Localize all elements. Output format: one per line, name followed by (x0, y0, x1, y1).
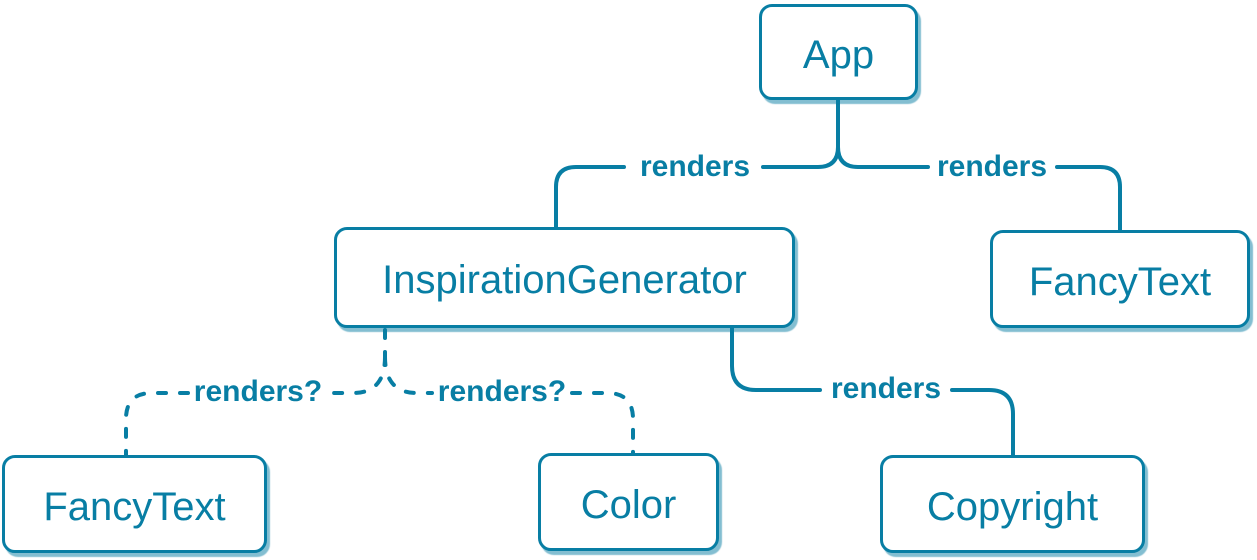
edge-line (730, 326, 822, 392)
edge-inspirationgenerator-copyright (730, 326, 1015, 457)
node-inspiration-generator-label: InspirationGenerator (382, 258, 747, 302)
edge-inspirationgenerator-color (383, 355, 635, 455)
node-color: Color (538, 453, 719, 551)
edge-line (554, 165, 626, 229)
edge-app-fancytext (836, 98, 1122, 232)
node-inspiration-generator: InspirationGenerator (334, 227, 795, 328)
edge-label-app-fancytext: renders (936, 150, 1048, 183)
node-color-label: Color (580, 482, 677, 527)
edge-line (383, 355, 434, 395)
node-fancy-text-top: FancyText (990, 230, 1250, 328)
edge-label-inspirationgenerator-fancytext: renders? (193, 375, 323, 408)
edge-line (326, 355, 387, 395)
edge-line (836, 98, 930, 169)
edge-line (570, 391, 635, 455)
edge-label-app-inspirationgenerator: renders (639, 150, 751, 183)
node-copyright: Copyright (880, 455, 1145, 553)
node-fancy-text-top-label: FancyText (1028, 259, 1212, 304)
edge-line (124, 391, 190, 457)
node-app: App (759, 4, 918, 100)
node-fancy-text-bottom: FancyText (2, 455, 267, 553)
node-copyright-label: Copyright (926, 484, 1099, 529)
edge-label-inspirationgenerator-copyright: renders (830, 372, 942, 405)
node-app-label: App (802, 32, 875, 77)
edge-line (950, 388, 1015, 457)
edge-line (761, 98, 840, 169)
edge-line (1055, 165, 1122, 232)
edge-label-inspirationgenerator-color: renders? (437, 375, 567, 408)
node-fancy-text-bottom-label: FancyText (43, 484, 226, 529)
